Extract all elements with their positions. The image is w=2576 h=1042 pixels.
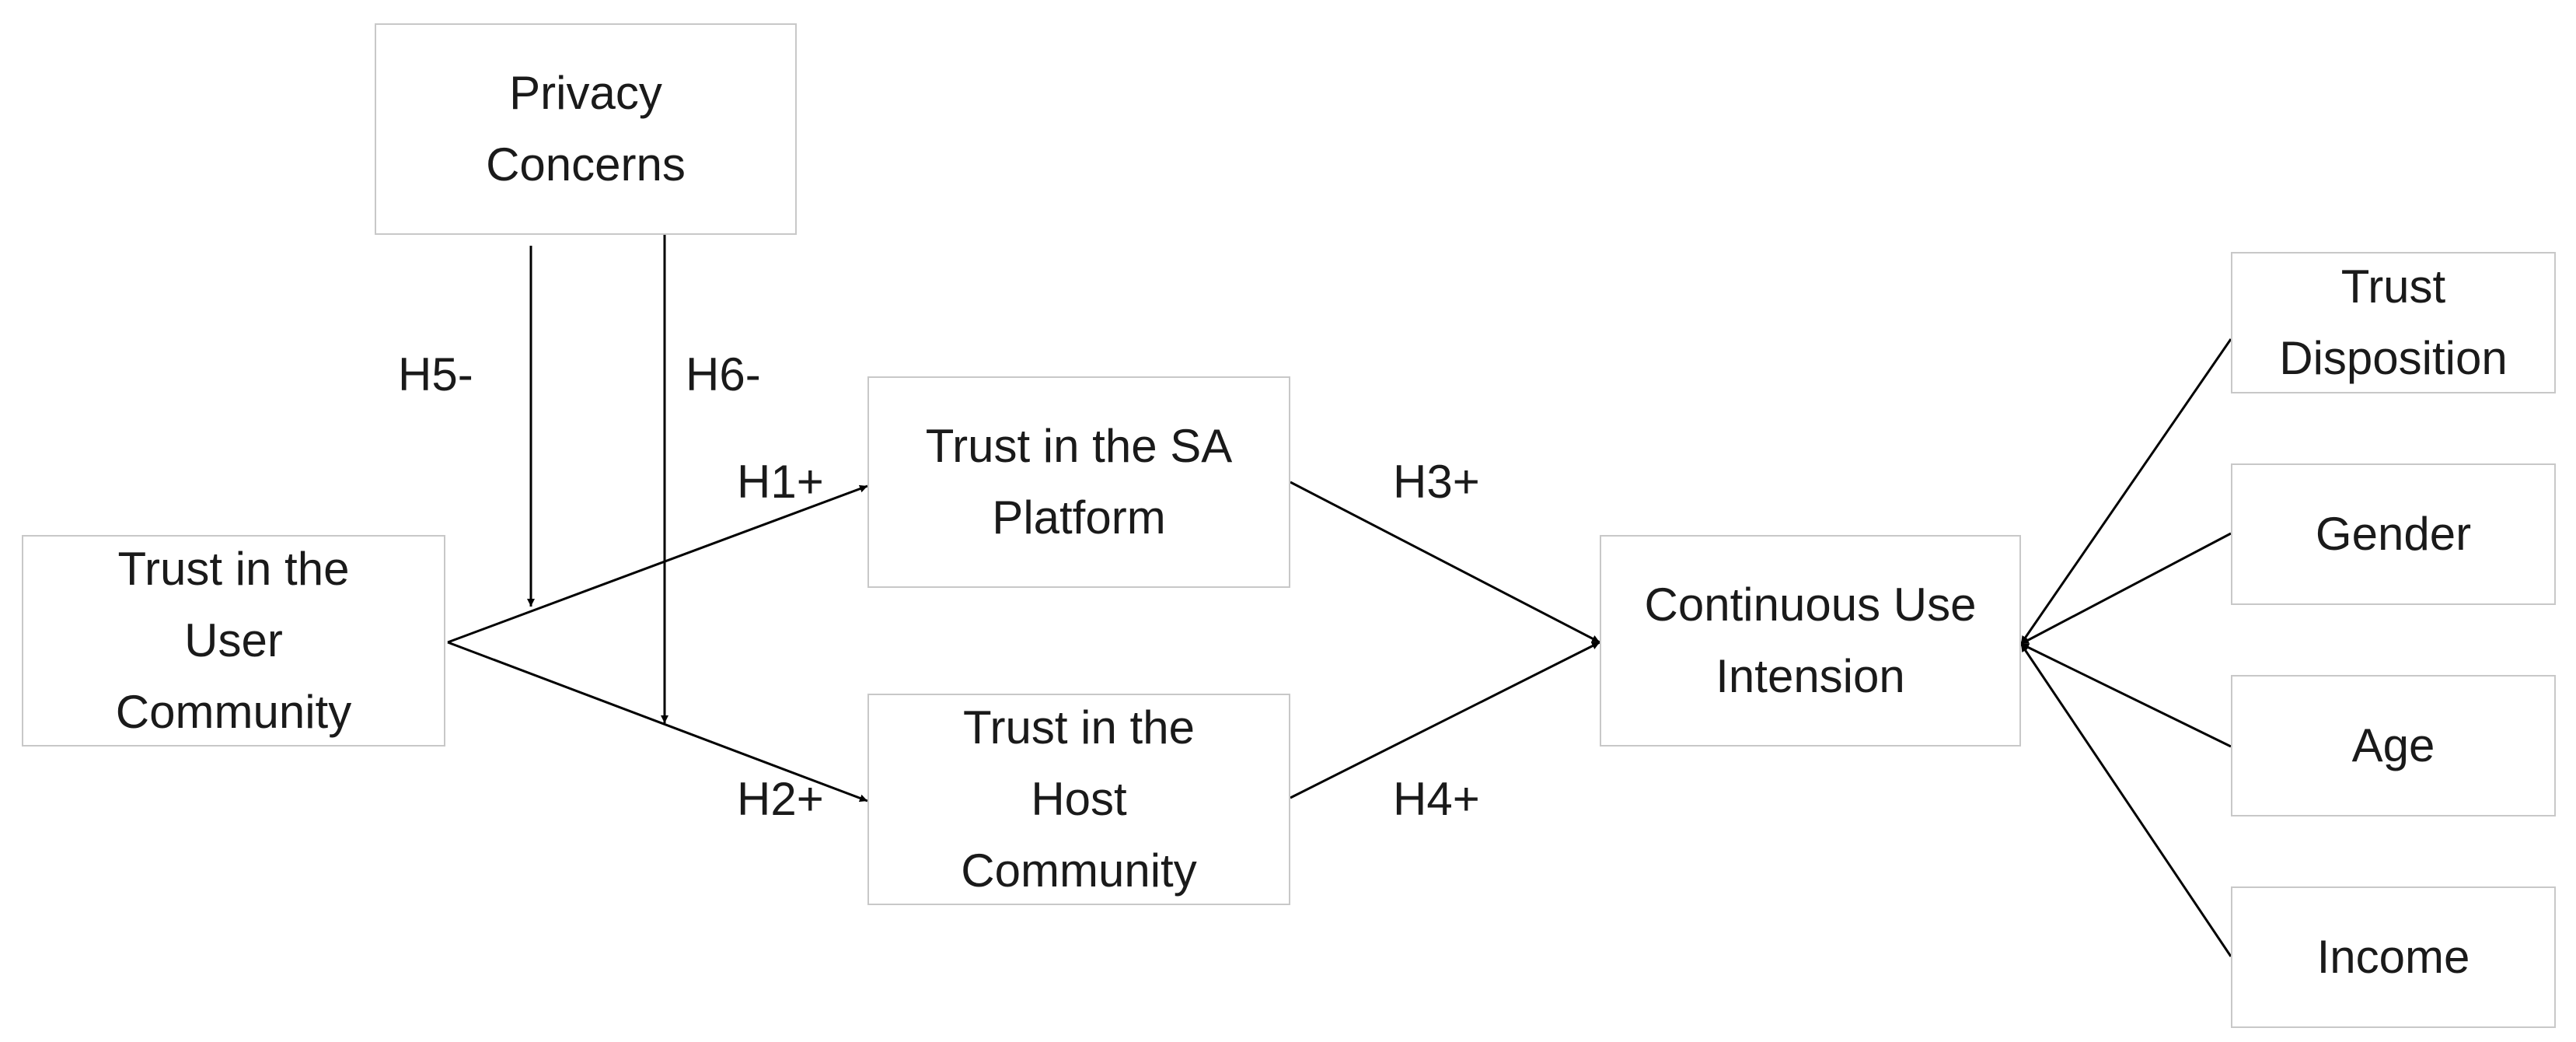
arrow-h4: [1290, 641, 1600, 799]
hypothesis-label-h6: H6-: [686, 348, 761, 400]
node-trust-sa-platform-label: Trust in the SA Platform: [925, 420, 1233, 544]
node-continuous-use-intension-label: Continuous Use Intension: [1644, 579, 1977, 702]
node-trust-sa-platform: Trust in the SA Platform: [867, 376, 1290, 588]
hypothesis-label-h4: H4+: [1393, 773, 1480, 825]
arrow-income: [2019, 643, 2232, 957]
node-trust-host-community: Trust in the Host Community: [867, 694, 1290, 905]
hypothesis-label-h5: H5-: [398, 348, 473, 400]
arrow-h1: [447, 484, 868, 644]
node-age-label: Age: [2351, 719, 2435, 771]
node-gender: Gender: [2231, 463, 2556, 605]
node-privacy-concerns-label: Privacy Concerns: [486, 67, 686, 191]
node-continuous-use-intension: Continuous Use Intension: [1600, 535, 2021, 747]
node-income: Income: [2231, 886, 2556, 1028]
node-trust-disposition-label: Trust Disposition: [2279, 260, 2508, 384]
node-trust-user-community: Trust in the User Community: [22, 535, 445, 747]
node-age: Age: [2231, 675, 2556, 816]
node-trust-disposition: Trust Disposition: [2231, 252, 2556, 393]
node-privacy-concerns: Privacy Concerns: [375, 23, 797, 235]
arrow-trust-disposition: [2019, 338, 2232, 645]
node-trust-host-community-label: Trust in the Host Community: [961, 701, 1197, 897]
node-gender-label: Gender: [2315, 508, 2472, 560]
arrow-age: [2020, 642, 2232, 748]
arrow-gender: [2020, 532, 2232, 645]
arrow-h2: [447, 641, 868, 802]
hypothesis-label-h3: H3+: [1393, 456, 1480, 508]
hypothesis-label-h1: H1+: [737, 456, 824, 508]
arrow-h3: [1290, 481, 1600, 644]
node-income-label: Income: [2316, 931, 2470, 983]
node-trust-user-community-label: Trust in the User Community: [115, 543, 352, 738]
hypothesis-label-h2: H2+: [737, 773, 824, 825]
